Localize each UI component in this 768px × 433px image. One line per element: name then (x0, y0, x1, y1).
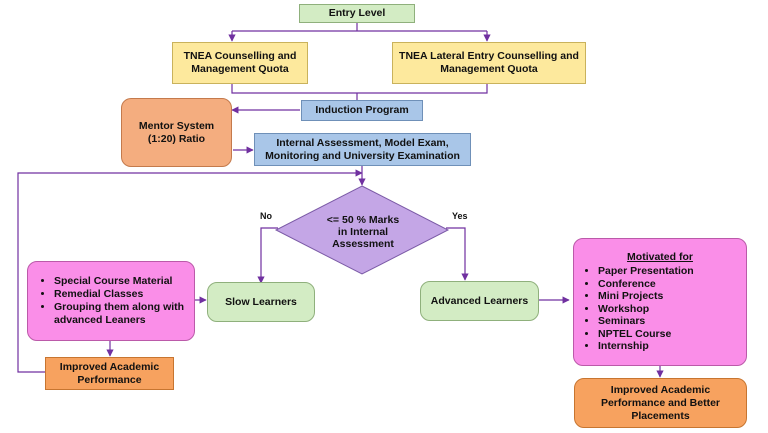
list-item: NPTEL Course (598, 328, 694, 341)
tnea-lateral-text: TNEA Lateral Entry Counselling and Manag… (399, 50, 579, 75)
list-item: Internship (598, 340, 694, 353)
internal-assessment-text: Internal Assessment, Model Exam, Monitor… (265, 136, 460, 162)
list-item: Remedial Classes (54, 288, 194, 301)
advanced-learners-text: Advanced Learners (430, 294, 529, 307)
improved-academic-slow-box: Improved Academic Performance (45, 357, 174, 390)
list-item: Special Course Material (54, 275, 194, 288)
list-item: Grouping them along with advanced Leaner… (54, 301, 194, 327)
slow-support-box: Special Course Material Remedial Classes… (27, 261, 195, 341)
mentor-system-text: Mentor System (1:20) Ratio (138, 119, 215, 145)
slow-learners-text: Slow Learners (225, 295, 297, 308)
list-item: Paper Presentation (598, 265, 694, 278)
connector-yes-branch (446, 227, 469, 281)
label-no: No (260, 211, 272, 221)
tnea-lateral-box: TNEA Lateral Entry Counselling and Manag… (392, 42, 586, 84)
list-item: Seminars (598, 315, 694, 328)
induction-program-box: Induction Program (301, 100, 423, 121)
list-item: Conference (598, 278, 694, 291)
tnea-counselling-text: TNEA Counselling and Management Quota (183, 50, 297, 75)
connector-tnea-merge (231, 84, 488, 94)
mentor-system-box: Mentor System (1:20) Ratio (121, 98, 232, 167)
decision-diamond (274, 185, 450, 275)
advanced-learners-box: Advanced Learners (420, 281, 539, 321)
slow-support-list: Special Course Material Remedial Classes… (28, 275, 194, 327)
internal-assessment-box: Internal Assessment, Model Exam, Monitor… (254, 133, 471, 166)
list-item: Mini Projects (598, 290, 694, 303)
connector-no-branch (257, 227, 278, 284)
tnea-counselling-box: TNEA Counselling and Management Quota (172, 42, 308, 84)
decision-text: <= 50 % Marks in Internal Assessment (326, 214, 400, 250)
list-item: Workshop (598, 303, 694, 316)
entry-level-text: Entry Level (328, 7, 386, 19)
connector-feedback-loop (17, 169, 363, 373)
improved-academic-slow-text: Improved Academic Performance (59, 360, 160, 386)
label-yes: Yes (452, 211, 468, 221)
motivated-box: Motivated for Paper Presentation Confere… (573, 238, 747, 366)
improved-academic-advanced-box: Improved Academic Performance and Better… (574, 378, 747, 428)
motivated-heading: Motivated for (627, 250, 693, 263)
entry-level-box: Entry Level (299, 4, 415, 23)
slow-learners-box: Slow Learners (207, 282, 315, 322)
improved-academic-advanced-text: Improved Academic Performance and Better… (600, 383, 721, 422)
induction-program-text: Induction Program (315, 104, 409, 116)
motivated-list: Paper Presentation Conference Mini Proje… (574, 265, 694, 353)
